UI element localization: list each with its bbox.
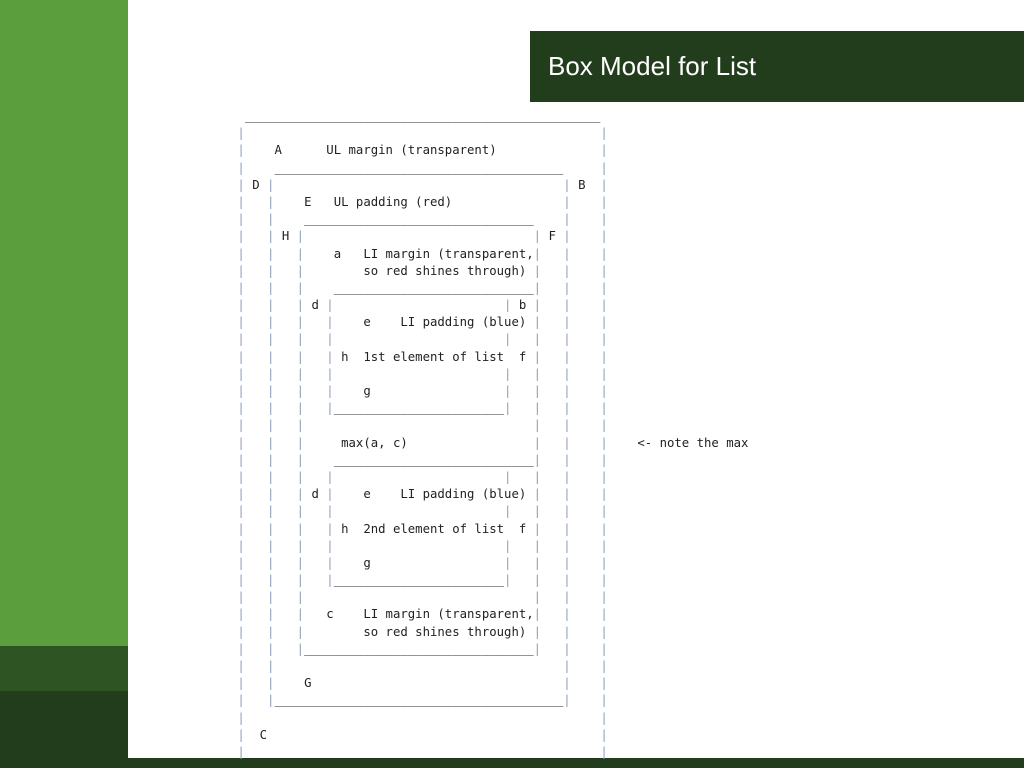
diagram-line: | | G | | <box>237 676 608 691</box>
diagram-line: ________________________________________… <box>244 109 601 123</box>
slide-title: Box Model for List <box>548 51 757 81</box>
diagram-line: | | E UL padding (red) | | <box>237 194 608 209</box>
diagram-line: | | | | | | | | <box>237 538 608 553</box>
diagram-line: | | | so red shines through) | | | <box>237 624 608 639</box>
diagram-line: | | | | | | | | <box>237 469 608 484</box>
diagram-line: | | | | g | | | | <box>237 555 608 570</box>
diagram-line: | | | | | | | | <box>237 504 608 519</box>
diagram-line: | | | |_______________________| | | | <box>237 401 608 416</box>
diagram-line: | | <box>237 126 608 141</box>
diagram-line: | | | d | | b | | | <box>237 298 608 313</box>
diagram-line: | C | <box>237 727 608 742</box>
diagram-line: | | <box>237 710 608 725</box>
diagram-line: | | | | e LI padding (blue) | | | <box>237 315 608 330</box>
diagram-line: | | | max(a, c) | | | <- note the max <box>237 435 749 450</box>
diagram-line: |_______________________________________… <box>237 744 608 759</box>
diagram-line: | | | | | | | | <box>237 332 608 347</box>
diagram-line: | | | | | | | | <box>237 366 608 381</box>
diagram-line: | | | ___________________________| | | <box>237 452 608 467</box>
sidebar-mid-band <box>0 646 128 691</box>
diagram-line: | | | so red shines through) | | | <box>237 263 608 278</box>
diagram-line: | | | c LI margin (transparent,| | | <box>237 607 608 622</box>
diagram-line: | | |_______________________________| | … <box>237 641 608 656</box>
diagram-line: | | | | | | <box>237 590 608 605</box>
diagram-line: | | | d | e LI padding (blue) | | | <box>237 487 608 502</box>
diagram-line: | | | |_______________________| | | | <box>237 573 608 588</box>
diagram-line: | | | | g | | | | <box>237 384 608 398</box>
diagram-line: | | H | | F | | <box>237 229 608 244</box>
diagram-line: | D | | B | <box>237 177 608 192</box>
diagram-line: | ______________________________________… <box>237 160 608 175</box>
diagram-line: | | | | | | <box>237 418 608 433</box>
diagram-line: | A UL margin (transparent) | <box>237 143 608 158</box>
diagram-line: | |_____________________________________… <box>237 693 608 708</box>
diagram-line: | | | ___________________________| | | <box>237 280 608 295</box>
diagram-line: | | _______________________________ | | <box>237 212 608 227</box>
diagram-line: | | | | h 2nd element of list f | | | <box>237 521 608 536</box>
title-banner: Box Model for List <box>530 31 1024 102</box>
bottom-bar <box>128 758 1024 768</box>
diagram-line: | | | | <box>237 659 608 673</box>
sidebar-green-panel <box>0 0 128 646</box>
box-model-diagram: ________________________________________… <box>230 108 748 761</box>
diagram-line: | | | a LI margin (transparent,| | | <box>237 246 608 261</box>
diagram-line: | | | | h 1st element of list f | | | <box>237 349 608 364</box>
sidebar-dark-band <box>0 691 128 768</box>
